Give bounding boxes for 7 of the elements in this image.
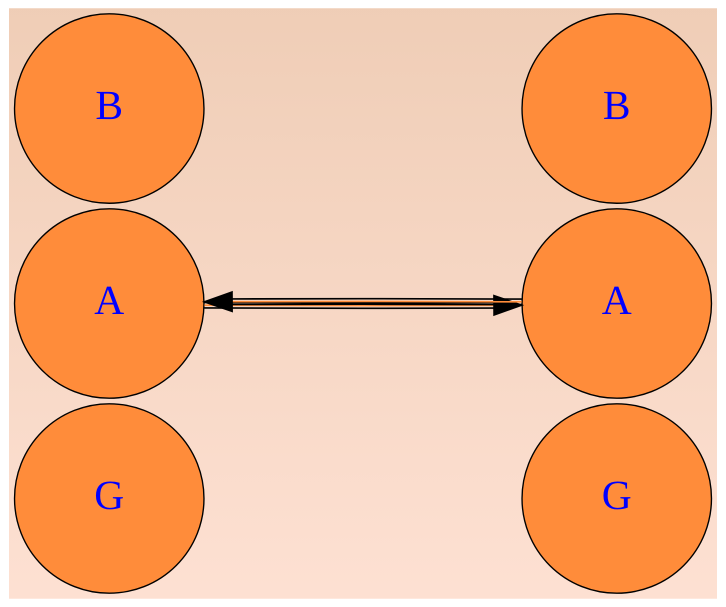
node-circle: B — [14, 13, 205, 204]
node-circle: A — [14, 208, 205, 399]
node-circle: A — [521, 208, 712, 399]
node-circle: B — [521, 13, 712, 204]
arrow — [202, 290, 522, 313]
node-circle: G — [521, 403, 712, 594]
node-circle: G — [14, 403, 205, 594]
